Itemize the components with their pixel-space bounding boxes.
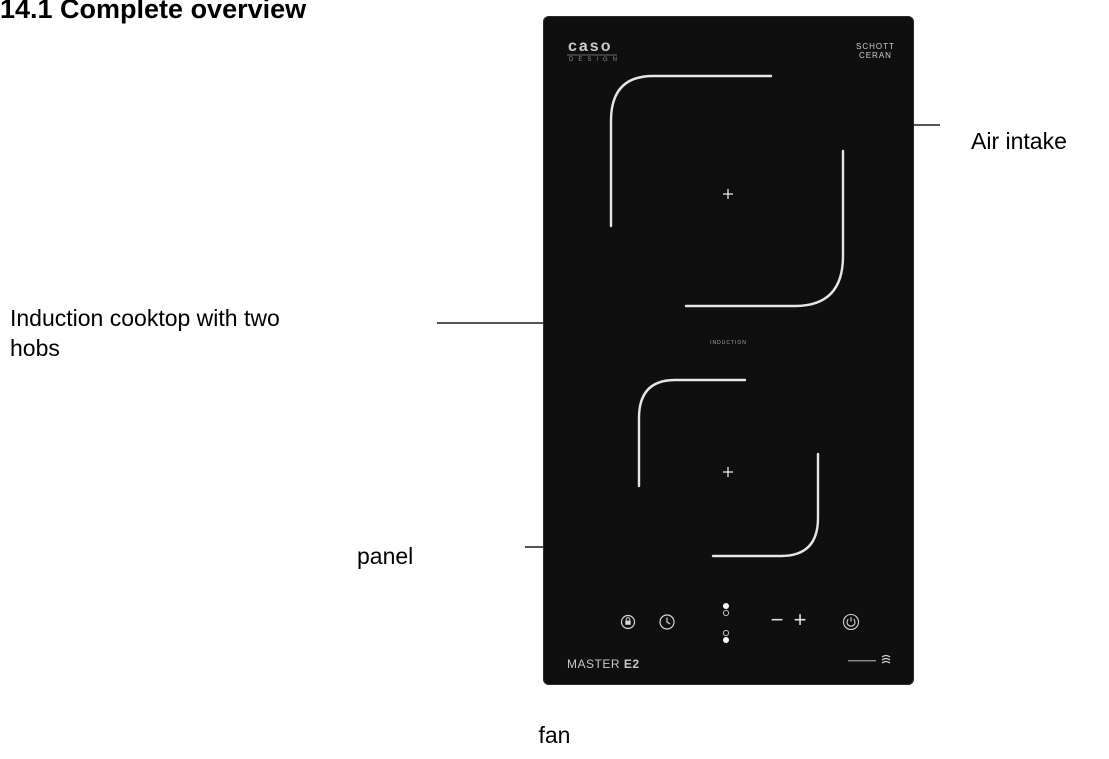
small-brand-mark — [848, 659, 876, 664]
model-suffix: E2 — [623, 657, 640, 671]
caso-logo-subtitle: DESIGN — [569, 57, 623, 63]
cooktop-label-line2: hobs — [10, 335, 60, 361]
air-intake-leader-line — [914, 124, 940, 126]
panel-label: panel — [357, 543, 414, 569]
air-intake-label: Air intake — [971, 128, 1067, 154]
schott-text: SCHOTT — [856, 42, 895, 51]
lower-hob-outline-bottom — [711, 452, 820, 558]
power-icon[interactable] — [842, 613, 860, 631]
upper-hob-outline-top — [609, 74, 773, 228]
induction-cooktop: caso DESIGN SCHOTT CERAN INDUCTION − + M… — [543, 16, 914, 685]
panel-leader-line — [525, 546, 543, 548]
minus-icon[interactable]: − — [770, 607, 784, 632]
schott-ceran-logo: SCHOTT CERAN — [856, 42, 895, 60]
cooktop-leader-line — [437, 322, 543, 324]
zone-select-icon[interactable] — [720, 602, 732, 646]
cooktop-label: Induction cooktop with two hobs — [10, 303, 280, 363]
timer-icon[interactable] — [658, 613, 676, 631]
upper-hob-outline-bottom — [684, 149, 845, 308]
model-text: MASTER — [567, 657, 621, 671]
fan-label: fan — [538, 722, 571, 748]
cooktop-label-line1: Induction cooktop with two — [10, 305, 280, 331]
caso-logo: caso — [568, 38, 613, 55]
page-heading: 14.1 Complete overview — [0, 0, 307, 24]
induction-symbol-icon — [880, 654, 892, 669]
induction-text: INDUCTION — [710, 340, 747, 346]
model-name: MASTER E2 — [567, 657, 640, 671]
lower-hob-outline-top — [637, 378, 747, 488]
cooktop-markings — [567, 54, 845, 558]
plus-icon[interactable]: + — [793, 607, 807, 632]
ceran-text: CERAN — [858, 51, 892, 60]
lock-icon[interactable] — [620, 614, 636, 630]
